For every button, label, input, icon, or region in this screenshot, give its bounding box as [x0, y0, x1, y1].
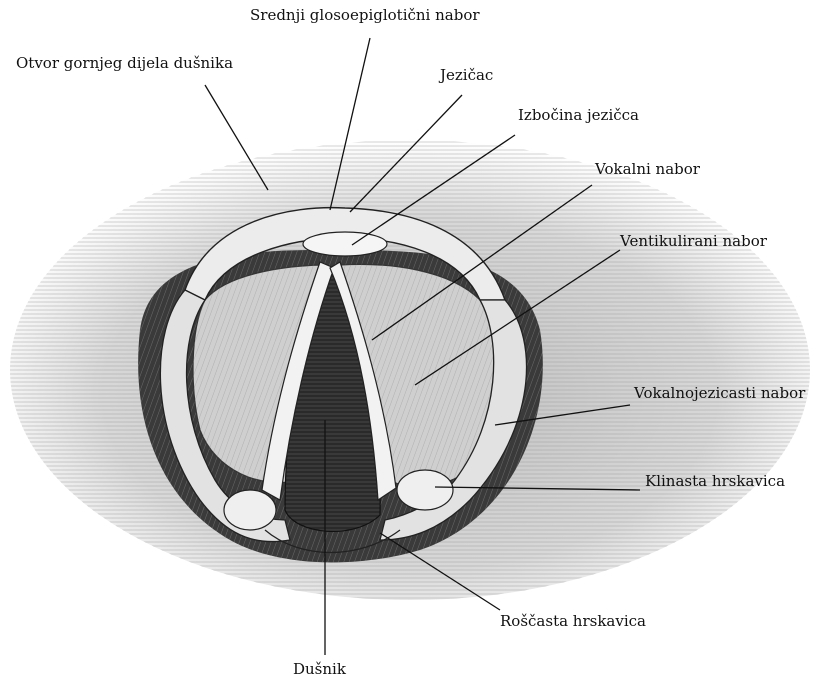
label-aryepiglottic-fold: Vokalnojezicasti nabor — [634, 384, 805, 402]
label-epiglottis: Jezičac — [440, 66, 493, 84]
cuneiform-tubercle-right — [397, 470, 453, 510]
label-median-fold: Srednji glosoepiglotični nabor — [250, 6, 480, 24]
label-upper-trachea-opening: Otvor gornjeg dijela dušnika — [16, 54, 233, 72]
label-cuneiform-cartilage: Klinasta hrskavica — [645, 472, 785, 490]
epiglottic-tubercle — [303, 232, 387, 256]
label-trachea: Dušnik — [293, 660, 346, 678]
cuneiform-tubercle-left — [224, 490, 276, 530]
label-ventricular-fold: Ventikulirani nabor — [620, 232, 767, 250]
label-corniculate-cartilage: Roščasta hrskavica — [500, 612, 646, 630]
label-epiglottis-tubercle: Izbočina jezičca — [518, 106, 639, 124]
label-vocal-fold: Vokalni nabor — [595, 160, 700, 178]
